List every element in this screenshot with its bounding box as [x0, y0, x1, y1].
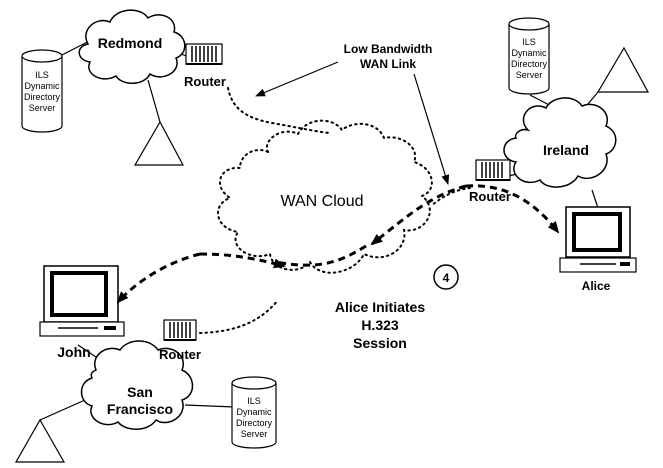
- ils-line3: Directory: [236, 418, 273, 428]
- redmond-antenna-icon: [133, 120, 185, 166]
- redmond-router-icon: [185, 43, 223, 65]
- alice-computer-icon: [559, 206, 637, 273]
- san-francisco-router-label: Router: [159, 347, 201, 362]
- redmond-cloud: [78, 9, 186, 84]
- step-number: 4: [443, 271, 450, 285]
- john-label: John: [57, 344, 90, 360]
- ireland-antenna-icon: [596, 46, 650, 93]
- john-computer-icon: [39, 265, 125, 337]
- ireland-cloud: [503, 97, 617, 188]
- wan-link-arrow-right: [413, 73, 450, 185]
- wan-link-label-2: WAN Link: [360, 57, 416, 71]
- ils-line1: ILS: [247, 396, 261, 406]
- redmond-router-label: Router: [184, 74, 226, 89]
- ils-line3: Directory: [511, 59, 548, 69]
- ils-line2: Dynamic: [24, 81, 60, 91]
- call-path-into-cloud: [370, 184, 467, 246]
- san-francisco-cloud: [80, 340, 194, 430]
- step-badge: 4: [433, 264, 459, 290]
- ils-line4: Server: [516, 70, 543, 80]
- step-caption-3: Session: [353, 335, 407, 351]
- call-path-arrow-into-cloud: [199, 252, 286, 269]
- call-path-to-alice: [465, 184, 560, 234]
- ils-line3: Directory: [24, 92, 61, 102]
- ils-line4: Server: [29, 103, 56, 113]
- wan-link-callout: Low Bandwidth WAN Link: [255, 42, 450, 185]
- alice-label: Alice: [582, 279, 611, 293]
- step-caption-2: H.323: [361, 317, 399, 333]
- wan-cloud-label: WAN Cloud: [281, 193, 364, 210]
- wan-link-arrow-left: [255, 61, 339, 97]
- ils-line4: Server: [241, 429, 268, 439]
- dotted-wan-links: [199, 87, 471, 334]
- call-path-to-john: [116, 252, 201, 304]
- redmond-label: Redmond: [98, 35, 163, 51]
- ils-line2: Dynamic: [511, 48, 547, 58]
- san-francisco-router-icon: [163, 319, 197, 341]
- san-francisco-label-2: Francisco: [107, 401, 173, 417]
- san-francisco-label-1: San: [127, 384, 153, 400]
- san-francisco-ils-server: ILS Dynamic Directory Server: [231, 376, 277, 449]
- call-path-cloud-segment: [275, 244, 367, 267]
- ils-line1: ILS: [522, 37, 536, 47]
- ils-line2: Dynamic: [236, 407, 272, 417]
- h323-call-path: [116, 184, 560, 304]
- wan-cloud: WAN Cloud: [217, 119, 433, 274]
- ireland-router-label: Router: [469, 189, 511, 204]
- redmond-site: Redmond ILS Dynamic Directory Server Rou…: [21, 9, 226, 166]
- san-francisco-site: San Francisco Router ILS Dynamic Directo…: [14, 319, 277, 463]
- ireland-site: Ireland ILS Dynamic Directory Server Rou…: [469, 17, 650, 204]
- san-francisco-antenna-icon: [14, 418, 66, 463]
- redmond-ils-server: ILS Dynamic Directory Server: [21, 49, 63, 133]
- wan-link-label-1: Low Bandwidth: [344, 42, 433, 56]
- step-caption-1: Alice Initiates: [335, 299, 425, 315]
- ireland-router-icon: [475, 159, 511, 181]
- ireland-label: Ireland: [543, 142, 589, 158]
- ils-line1: ILS: [35, 70, 49, 80]
- ireland-ils-server: ILS Dynamic Directory Server: [508, 17, 550, 95]
